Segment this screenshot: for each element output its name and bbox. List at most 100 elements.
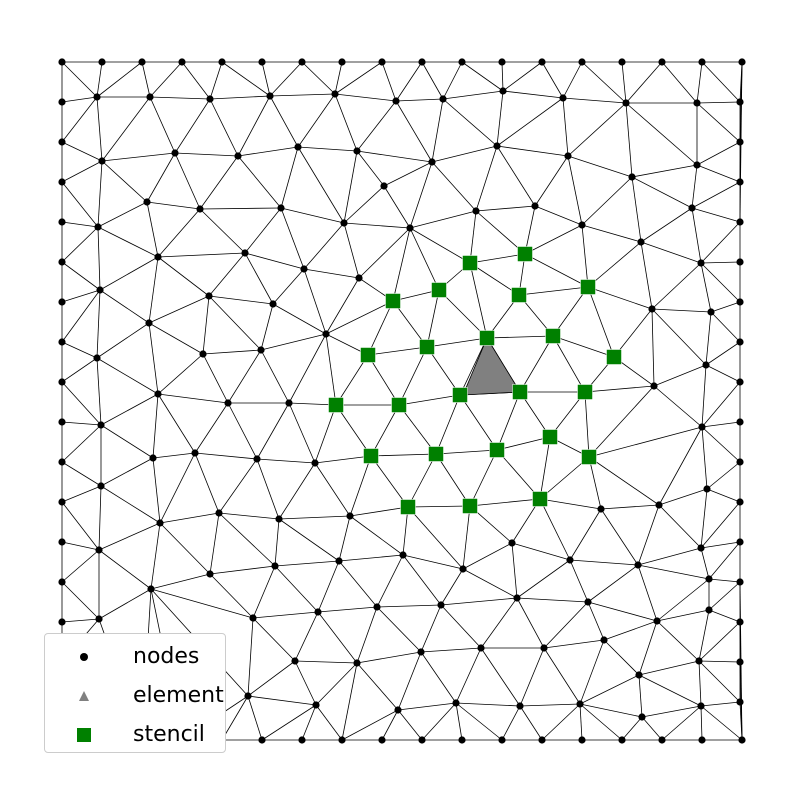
mesh-edge	[625, 102, 698, 166]
stencil-marker	[542, 429, 558, 445]
mesh-edge	[603, 639, 640, 676]
node-marker	[97, 421, 105, 429]
mesh-edge	[501, 61, 504, 92]
mesh-edge	[157, 353, 204, 395]
mesh-edge	[469, 262, 520, 296]
mesh-edge	[61, 141, 103, 162]
node-marker	[196, 205, 204, 213]
mesh-edge	[698, 660, 741, 703]
mesh-edge	[600, 504, 660, 510]
mesh-edge	[567, 155, 633, 178]
mesh-edge	[705, 364, 741, 383]
mesh-edge	[227, 402, 258, 460]
mesh-edge	[294, 660, 358, 664]
node-marker	[58, 258, 66, 266]
mesh-edge	[587, 286, 653, 310]
mesh-edge	[148, 256, 159, 324]
mesh-edge	[148, 322, 204, 355]
mesh-edge	[199, 155, 239, 210]
mesh-edge	[152, 393, 159, 459]
mesh-edge	[496, 449, 541, 500]
node-marker	[58, 498, 66, 506]
node-marker	[637, 238, 645, 246]
node-marker	[736, 498, 744, 506]
node-marker	[439, 95, 447, 103]
node-marker	[300, 265, 308, 273]
node-marker	[58, 138, 66, 146]
mesh-edge	[146, 201, 201, 210]
mesh-edge	[301, 704, 317, 741]
node-marker	[338, 58, 346, 66]
mesh-edge	[516, 559, 571, 599]
mesh-edge	[343, 185, 385, 224]
legend-item-stencil: stencil	[45, 716, 225, 750]
node-marker	[291, 657, 299, 665]
mesh-edge	[700, 701, 741, 707]
mesh-edge	[100, 485, 161, 524]
mesh-edge	[381, 709, 399, 741]
mesh-edge	[148, 295, 210, 324]
mesh-edge	[440, 604, 482, 649]
node-marker	[399, 551, 407, 559]
node-marker	[355, 274, 363, 282]
node-marker	[380, 182, 388, 190]
mesh-edge	[661, 61, 698, 104]
mesh-edge	[294, 660, 317, 706]
node-marker	[736, 538, 744, 546]
stencil-square-icon	[77, 728, 91, 742]
mesh-edge	[641, 705, 702, 718]
node-marker	[258, 736, 266, 744]
mesh-edge	[461, 61, 504, 92]
node-marker	[257, 346, 265, 354]
node-marker	[58, 618, 66, 626]
node-marker	[266, 92, 274, 100]
node-marker	[94, 223, 102, 231]
node-marker	[736, 258, 744, 266]
mesh-edge	[569, 559, 589, 603]
mesh-edge	[706, 461, 741, 490]
mesh-edge	[96, 289, 101, 359]
mesh-edge	[261, 61, 271, 97]
mesh-edge	[157, 208, 201, 258]
mesh-edge	[194, 402, 229, 454]
stencil-markers	[328, 246, 622, 515]
mesh-edge	[280, 207, 345, 224]
legend-label-nodes: nodes	[133, 644, 200, 669]
node-marker	[314, 608, 322, 616]
mesh-edge	[409, 227, 471, 264]
mesh-edge	[349, 515, 404, 556]
mesh-edge	[435, 394, 461, 455]
node-marker	[736, 138, 744, 146]
node-marker	[693, 161, 701, 169]
mesh-edge	[288, 402, 316, 464]
mesh-edge	[297, 146, 358, 152]
mesh-edge	[701, 426, 741, 463]
mesh-edge	[397, 709, 423, 741]
mesh-edge	[502, 90, 564, 99]
node-marker	[600, 636, 608, 644]
mesh-edge	[511, 542, 571, 561]
node-marker	[499, 87, 507, 95]
mesh-edge	[502, 61, 543, 92]
mesh-edge	[442, 98, 498, 147]
mesh-edge	[524, 224, 583, 255]
mesh-edge	[61, 581, 100, 620]
mesh-edge	[581, 224, 589, 288]
node-marker	[58, 378, 66, 386]
mesh-edge	[96, 357, 102, 426]
mesh-edge	[569, 508, 602, 561]
mesh-edge	[96, 357, 159, 395]
node-marker	[98, 58, 106, 66]
stencil-marker	[419, 339, 435, 355]
mesh-edge	[409, 161, 433, 229]
mesh-edge	[101, 152, 176, 162]
stencil-marker	[363, 448, 379, 464]
mesh-edge	[303, 268, 327, 335]
mesh-edge	[587, 601, 605, 641]
mesh-edge	[641, 716, 663, 741]
node-marker	[688, 204, 696, 212]
node-marker	[392, 97, 400, 105]
mesh-edge	[395, 61, 423, 102]
mesh-edge	[708, 578, 741, 583]
mesh-edge	[455, 647, 482, 704]
